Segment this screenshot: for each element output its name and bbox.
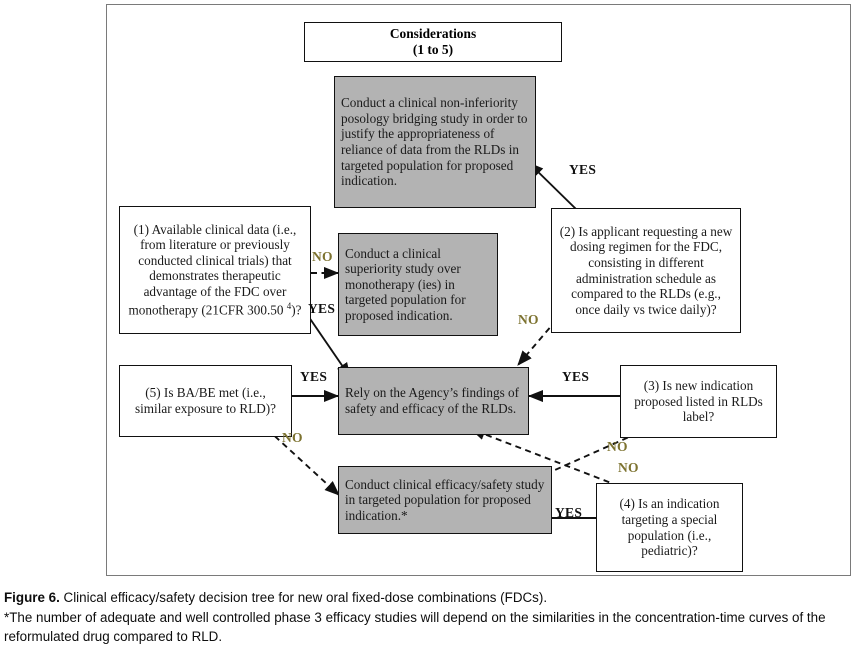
node-rely-on-agency-findings-text: Rely on the Agency’s findings of safety …	[345, 385, 519, 416]
edge-label-q4-no: NO	[618, 460, 639, 475]
decision-1-text: (1) Available clinical data (i.e., from …	[120, 219, 310, 322]
decision-4-special-population: (4) Is an indication targeting a special…	[596, 483, 743, 572]
edge-label-q3-no: NO	[607, 439, 628, 454]
edge-label-q2-yes: YES	[569, 162, 597, 177]
considerations-line2: (1 to 5)	[412, 42, 454, 57]
edge-label-q4-yes: YES	[555, 505, 583, 520]
figure-caption-title: Clinical efficacy/safety decision tree f…	[59, 590, 548, 605]
edge-q5-no	[266, 428, 340, 496]
node-rely-on-agency-findings: Rely on the Agency’s findings of safety …	[338, 367, 529, 435]
edge-label-q5-yes: YES	[300, 369, 328, 384]
figure-caption-label-text: Figure 6.	[4, 590, 60, 605]
edge-label-q1-yes: YES	[308, 301, 336, 316]
node-superiority-study-text: Conduct a clinical superiority study ove…	[345, 245, 466, 323]
figure-caption-footnote: *The number of adequate and well control…	[4, 609, 826, 645]
decision-2-text: (2) Is applicant requesting a new dosing…	[559, 223, 733, 317]
decision-5-ba-be-met: (5) Is BA/BE met (i.e., similar exposure…	[119, 365, 292, 437]
decision-2-new-dosing-regimen: (2) Is applicant requesting a new dosing…	[551, 208, 741, 333]
edge-q4-no	[469, 428, 620, 487]
figure-frame: Considerations (1 to 5) Conduct a clinic…	[106, 4, 851, 576]
figure-caption-label: Figure 6.	[4, 590, 60, 605]
decision-1-footnote-marker: 4	[286, 301, 292, 312]
considerations-line1: Considerations	[389, 26, 477, 41]
node-noninferiority-study: Conduct a clinical non-inferiority posol…	[334, 76, 536, 208]
node-clinical-efficacy-safety-study-text: Conduct clinical efficacy/safety study i…	[345, 476, 545, 523]
edge-label-q1-no: NO	[312, 249, 333, 264]
node-noninferiority-study-text: Conduct a clinical non-inferiority posol…	[341, 95, 528, 189]
decision-1-text-tail: )?	[291, 302, 302, 318]
decision-3-new-indication-in-rld-label: (3) Is new indication proposed listed in…	[620, 365, 777, 438]
edge-label-q5-no: NO	[282, 430, 303, 445]
edge-q2-yes	[528, 162, 578, 211]
decision-5-text: (5) Is BA/BE met (i.e., similar exposure…	[135, 385, 276, 416]
edge-label-q3-yes: YES	[562, 369, 590, 384]
edge-label-q2-no: NO	[518, 312, 539, 327]
node-superiority-study: Conduct a clinical superiority study ove…	[338, 233, 498, 336]
figure-caption: Figure 6. Clinical efficacy/safety decis…	[4, 588, 862, 647]
node-clinical-efficacy-safety-study: Conduct clinical efficacy/safety study i…	[338, 466, 552, 534]
decision-3-text: (3) Is new indication proposed listed in…	[634, 378, 763, 425]
considerations-title-box: Considerations (1 to 5)	[304, 22, 562, 62]
decision-1-available-clinical-data: (1) Available clinical data (i.e., from …	[119, 206, 311, 334]
decision-4-text: (4) Is an indication targeting a special…	[619, 496, 720, 559]
decision-1-text-main: (1) Available clinical data (i.e., from …	[128, 221, 297, 318]
